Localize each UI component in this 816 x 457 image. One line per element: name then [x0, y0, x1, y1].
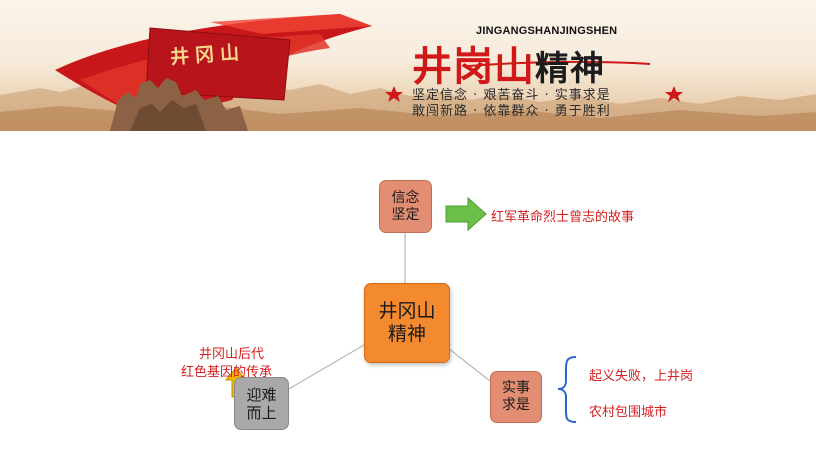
- fact-detail-2: 农村包围城市: [589, 405, 668, 420]
- connector-fact: [447, 347, 491, 382]
- node-firm-belief: 信念 坚定: [379, 180, 432, 233]
- star-icon: [385, 86, 403, 102]
- banner-pinyin: JINGANGSHANJINGSHEN: [476, 25, 618, 37]
- banner-artwork: [0, 14, 816, 131]
- right-arrow-icon: [445, 196, 487, 232]
- node-firm-belief-label: 信念 坚定: [391, 189, 420, 223]
- banner-slogan-1: 坚定信念 · 艰苦奋斗 · 实事求是: [412, 88, 611, 103]
- node-face-difficulty-label: 迎难 而上: [246, 385, 277, 422]
- center-node-jinggangshan-spirit: 井冈山 精神: [364, 283, 450, 363]
- header-banner: 井冈山 JINGANGSHANJINGSHEN 井岗山精神 坚定信念 · 艰苦奋…: [0, 0, 816, 131]
- hardship-detail-line-2: 红色基因的传承: [181, 365, 273, 380]
- banner-slogan-2: 敢闯新路 · 依靠群众 · 勇于胜利: [412, 104, 611, 119]
- fact-detail-1: 起义失败，上井岗: [589, 369, 694, 384]
- center-node-label: 井冈山 精神: [378, 300, 436, 345]
- star-icon: [665, 86, 683, 102]
- banner-title-red: 井岗山: [412, 43, 535, 90]
- node-seek-truth: 实事 求是: [490, 371, 542, 423]
- hardship-detail-line-1: 井冈山后代: [199, 347, 265, 362]
- belief-detail-text: 红军革命烈士曾志的故事: [491, 210, 635, 225]
- banner-title: 井岗山精神: [412, 34, 605, 92]
- banner-title-dark: 精神: [535, 49, 605, 89]
- curly-brace-icon: [557, 356, 577, 423]
- node-face-difficulty: 迎难 而上: [234, 377, 289, 430]
- connector-hardship: [286, 344, 365, 391]
- node-seek-truth-label: 实事 求是: [502, 380, 530, 413]
